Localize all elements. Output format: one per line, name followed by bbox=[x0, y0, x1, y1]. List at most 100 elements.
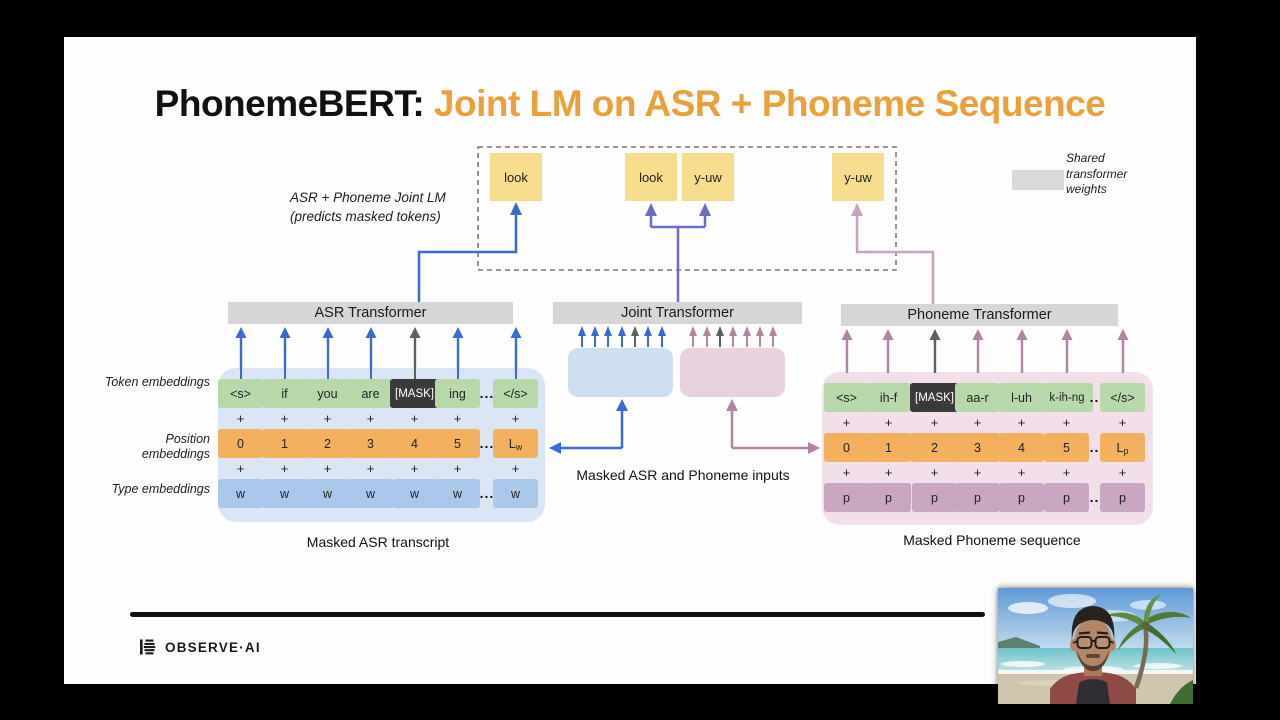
position-symbol: L bbox=[508, 436, 516, 451]
legend-line1: Shared bbox=[1066, 151, 1105, 165]
plus-sign: + bbox=[366, 461, 375, 476]
plus-sign: + bbox=[1062, 465, 1071, 480]
observeai-logo-icon bbox=[140, 639, 156, 655]
joint-lm-note-line2: (predicts masked tokens) bbox=[290, 209, 441, 224]
legend-line3: weights bbox=[1066, 182, 1107, 196]
position-symbol: L bbox=[1116, 440, 1124, 455]
asr-type-cell: w bbox=[392, 479, 437, 508]
plus-sign: + bbox=[280, 411, 289, 426]
plus-sign: + bbox=[930, 465, 939, 480]
plus-sign: + bbox=[842, 415, 851, 430]
title-black: PhonemeBERT: bbox=[154, 83, 425, 124]
asr-position-cell: 2 bbox=[305, 429, 350, 458]
asr-type-cell: w bbox=[262, 479, 307, 508]
masked-asr-input-elbow bbox=[549, 399, 628, 454]
joint-phoneme-input-arrows bbox=[689, 326, 777, 347]
position-subscript: p bbox=[1123, 446, 1129, 456]
asr-type-cell: w bbox=[305, 479, 350, 508]
phoneme-transformer-bar: Phoneme Transformer bbox=[841, 304, 1118, 326]
phoneme-type-cell: p bbox=[1044, 483, 1089, 512]
asr-type-ellipsis: ... bbox=[479, 485, 495, 501]
masked-inputs-caption: Masked ASR and Phoneme inputs bbox=[576, 467, 790, 483]
asr-type-cell: w bbox=[435, 479, 480, 508]
masked-phoneme-caption: Masked Phoneme sequence bbox=[903, 532, 1081, 548]
plus-sign: + bbox=[453, 461, 462, 476]
plus-sign: + bbox=[884, 465, 893, 480]
asr-position-cell: 0 bbox=[218, 429, 263, 458]
joint-to-prediction-arrows bbox=[645, 203, 711, 302]
observeai-logo-text: OBSERVE·AI bbox=[165, 639, 261, 655]
phoneme-position-cell: 3 bbox=[955, 433, 1000, 462]
plus-sign: + bbox=[236, 461, 245, 476]
phoneme-position-cell: 4 bbox=[999, 433, 1044, 462]
phoneme-type-cell: p bbox=[912, 483, 957, 512]
joint-transformer-bar: Joint Transformer bbox=[553, 302, 802, 324]
phoneme-token-arrows bbox=[841, 329, 1129, 373]
shared-weights-swatch bbox=[1012, 170, 1064, 190]
observeai-logo: OBSERVE·AI bbox=[140, 638, 261, 656]
asr-token-cell: </s> bbox=[493, 379, 538, 408]
phoneme-type-ellipsis: ... bbox=[1089, 489, 1105, 505]
phoneme-token-cell: ih-f bbox=[866, 383, 911, 412]
joint-phoneme-input-box bbox=[680, 348, 785, 397]
asr-token-cell: you bbox=[305, 379, 350, 408]
asr-position-ellipsis: ... bbox=[479, 435, 495, 451]
phoneme-token-cell: aa-r bbox=[955, 383, 1000, 412]
shared-weights-label: Shared transformer weights bbox=[1066, 151, 1127, 198]
joint-asr-input-box bbox=[568, 348, 673, 397]
phoneme-type-cell: p bbox=[1100, 483, 1145, 512]
prediction-token: y-uw bbox=[682, 153, 734, 201]
phoneme-token-cell: k-ih-ng bbox=[1041, 383, 1093, 412]
asr-type-cell: w bbox=[493, 479, 538, 508]
plus-sign: + bbox=[973, 415, 982, 430]
plus-sign: + bbox=[1118, 415, 1127, 430]
phoneme-type-cell: p bbox=[999, 483, 1044, 512]
masked-phoneme-input-elbow bbox=[726, 399, 820, 454]
plus-sign: + bbox=[1017, 415, 1026, 430]
plus-sign: + bbox=[323, 411, 332, 426]
plus-sign: + bbox=[884, 415, 893, 430]
asr-position-cell: 3 bbox=[348, 429, 393, 458]
asr-token-ellipsis: ... bbox=[479, 385, 495, 401]
phoneme-position-cell: 2 bbox=[910, 433, 959, 462]
asr-position-cell: 1 bbox=[262, 429, 307, 458]
prediction-token: look bbox=[490, 153, 542, 201]
phoneme-type-cell: p bbox=[866, 483, 911, 512]
phoneme-position-cell: 1 bbox=[866, 433, 911, 462]
webcam-video bbox=[998, 588, 1193, 704]
plus-sign: + bbox=[511, 461, 520, 476]
plus-sign: + bbox=[930, 415, 939, 430]
footer-divider bbox=[130, 612, 985, 617]
asr-token-cell: are bbox=[348, 379, 393, 408]
phoneme-type-cell: p bbox=[824, 483, 869, 512]
plus-sign: + bbox=[842, 465, 851, 480]
asr-position-cell: 5 bbox=[435, 429, 480, 458]
type-embeddings-label: Type embeddings bbox=[111, 482, 210, 496]
plus-sign: + bbox=[280, 461, 289, 476]
plus-sign: + bbox=[323, 461, 332, 476]
plus-sign: + bbox=[1017, 465, 1026, 480]
position-embeddings-label: Position embeddings bbox=[141, 432, 210, 461]
phoneme-token-cell: <s> bbox=[824, 383, 869, 412]
masked-asr-caption: Masked ASR transcript bbox=[306, 534, 450, 550]
phoneme-position-ellipsis: ... bbox=[1089, 439, 1105, 455]
asr-token-cell: ing bbox=[435, 379, 480, 408]
phoneme-position-cell: 0 bbox=[824, 433, 869, 462]
prediction-token: look bbox=[625, 153, 677, 201]
title-orange: Joint LM on ASR + Phoneme Sequence bbox=[424, 83, 1106, 124]
joint-lm-note-line1: ASR + Phoneme Joint LM bbox=[290, 190, 446, 205]
plus-sign: + bbox=[511, 411, 520, 426]
plus-sign: + bbox=[1118, 465, 1127, 480]
asr-type-cell: w bbox=[218, 479, 263, 508]
plus-sign: + bbox=[236, 411, 245, 426]
plus-sign: + bbox=[410, 411, 419, 426]
position-subscript: w bbox=[515, 442, 523, 452]
plus-sign: + bbox=[366, 411, 375, 426]
plus-sign: + bbox=[410, 461, 419, 476]
prediction-token: y-uw bbox=[832, 153, 884, 201]
asr-transformer-bar: ASR Transformer bbox=[228, 302, 513, 324]
asr-mask-token-cell: [MASK] bbox=[390, 379, 439, 408]
page-title: PhonemeBERT: Joint LM on ASR + Phoneme S… bbox=[64, 83, 1196, 125]
